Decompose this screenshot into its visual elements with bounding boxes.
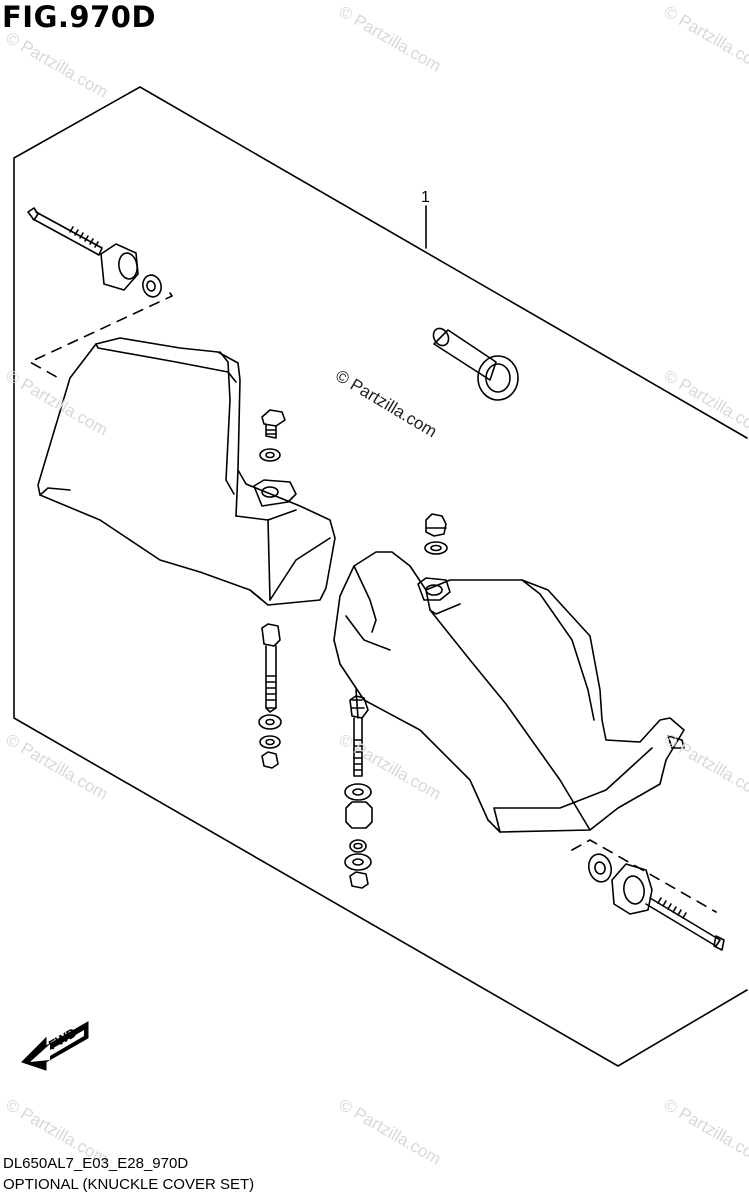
left-nut (142, 274, 162, 298)
left-bolt-long (27, 207, 103, 256)
figure-caption: OPTIONAL (KNUCKLE COVER SET) (3, 1176, 255, 1193)
left-collar (100, 243, 139, 291)
screw (261, 409, 286, 439)
washer (259, 448, 281, 462)
stud-bolt-left (258, 623, 282, 769)
left-dashed-leader (29, 292, 173, 381)
callout-1: 1 (421, 189, 430, 206)
mount-hole-left (261, 486, 279, 498)
right-dashed-leader (571, 839, 717, 913)
cap-nut (425, 513, 447, 537)
right-knuckle-cover (333, 551, 685, 833)
fwd-arrow: FWD (21, 1021, 89, 1071)
left-knuckle-cover (37, 337, 336, 606)
stud-bolt-right (344, 689, 373, 889)
washer (424, 541, 448, 555)
left-nut (587, 853, 613, 883)
right-bolt-long (645, 897, 725, 951)
mount-hole-right (425, 584, 443, 596)
bracket-slot (667, 735, 685, 749)
figure-code: DL650AL7_E03_E28_970D (3, 1155, 189, 1172)
assembly-outline (13, 86, 748, 1067)
figure-title: FIG.970D (2, 0, 157, 34)
right-collar (611, 863, 653, 915)
rubber-grommet (432, 327, 519, 401)
